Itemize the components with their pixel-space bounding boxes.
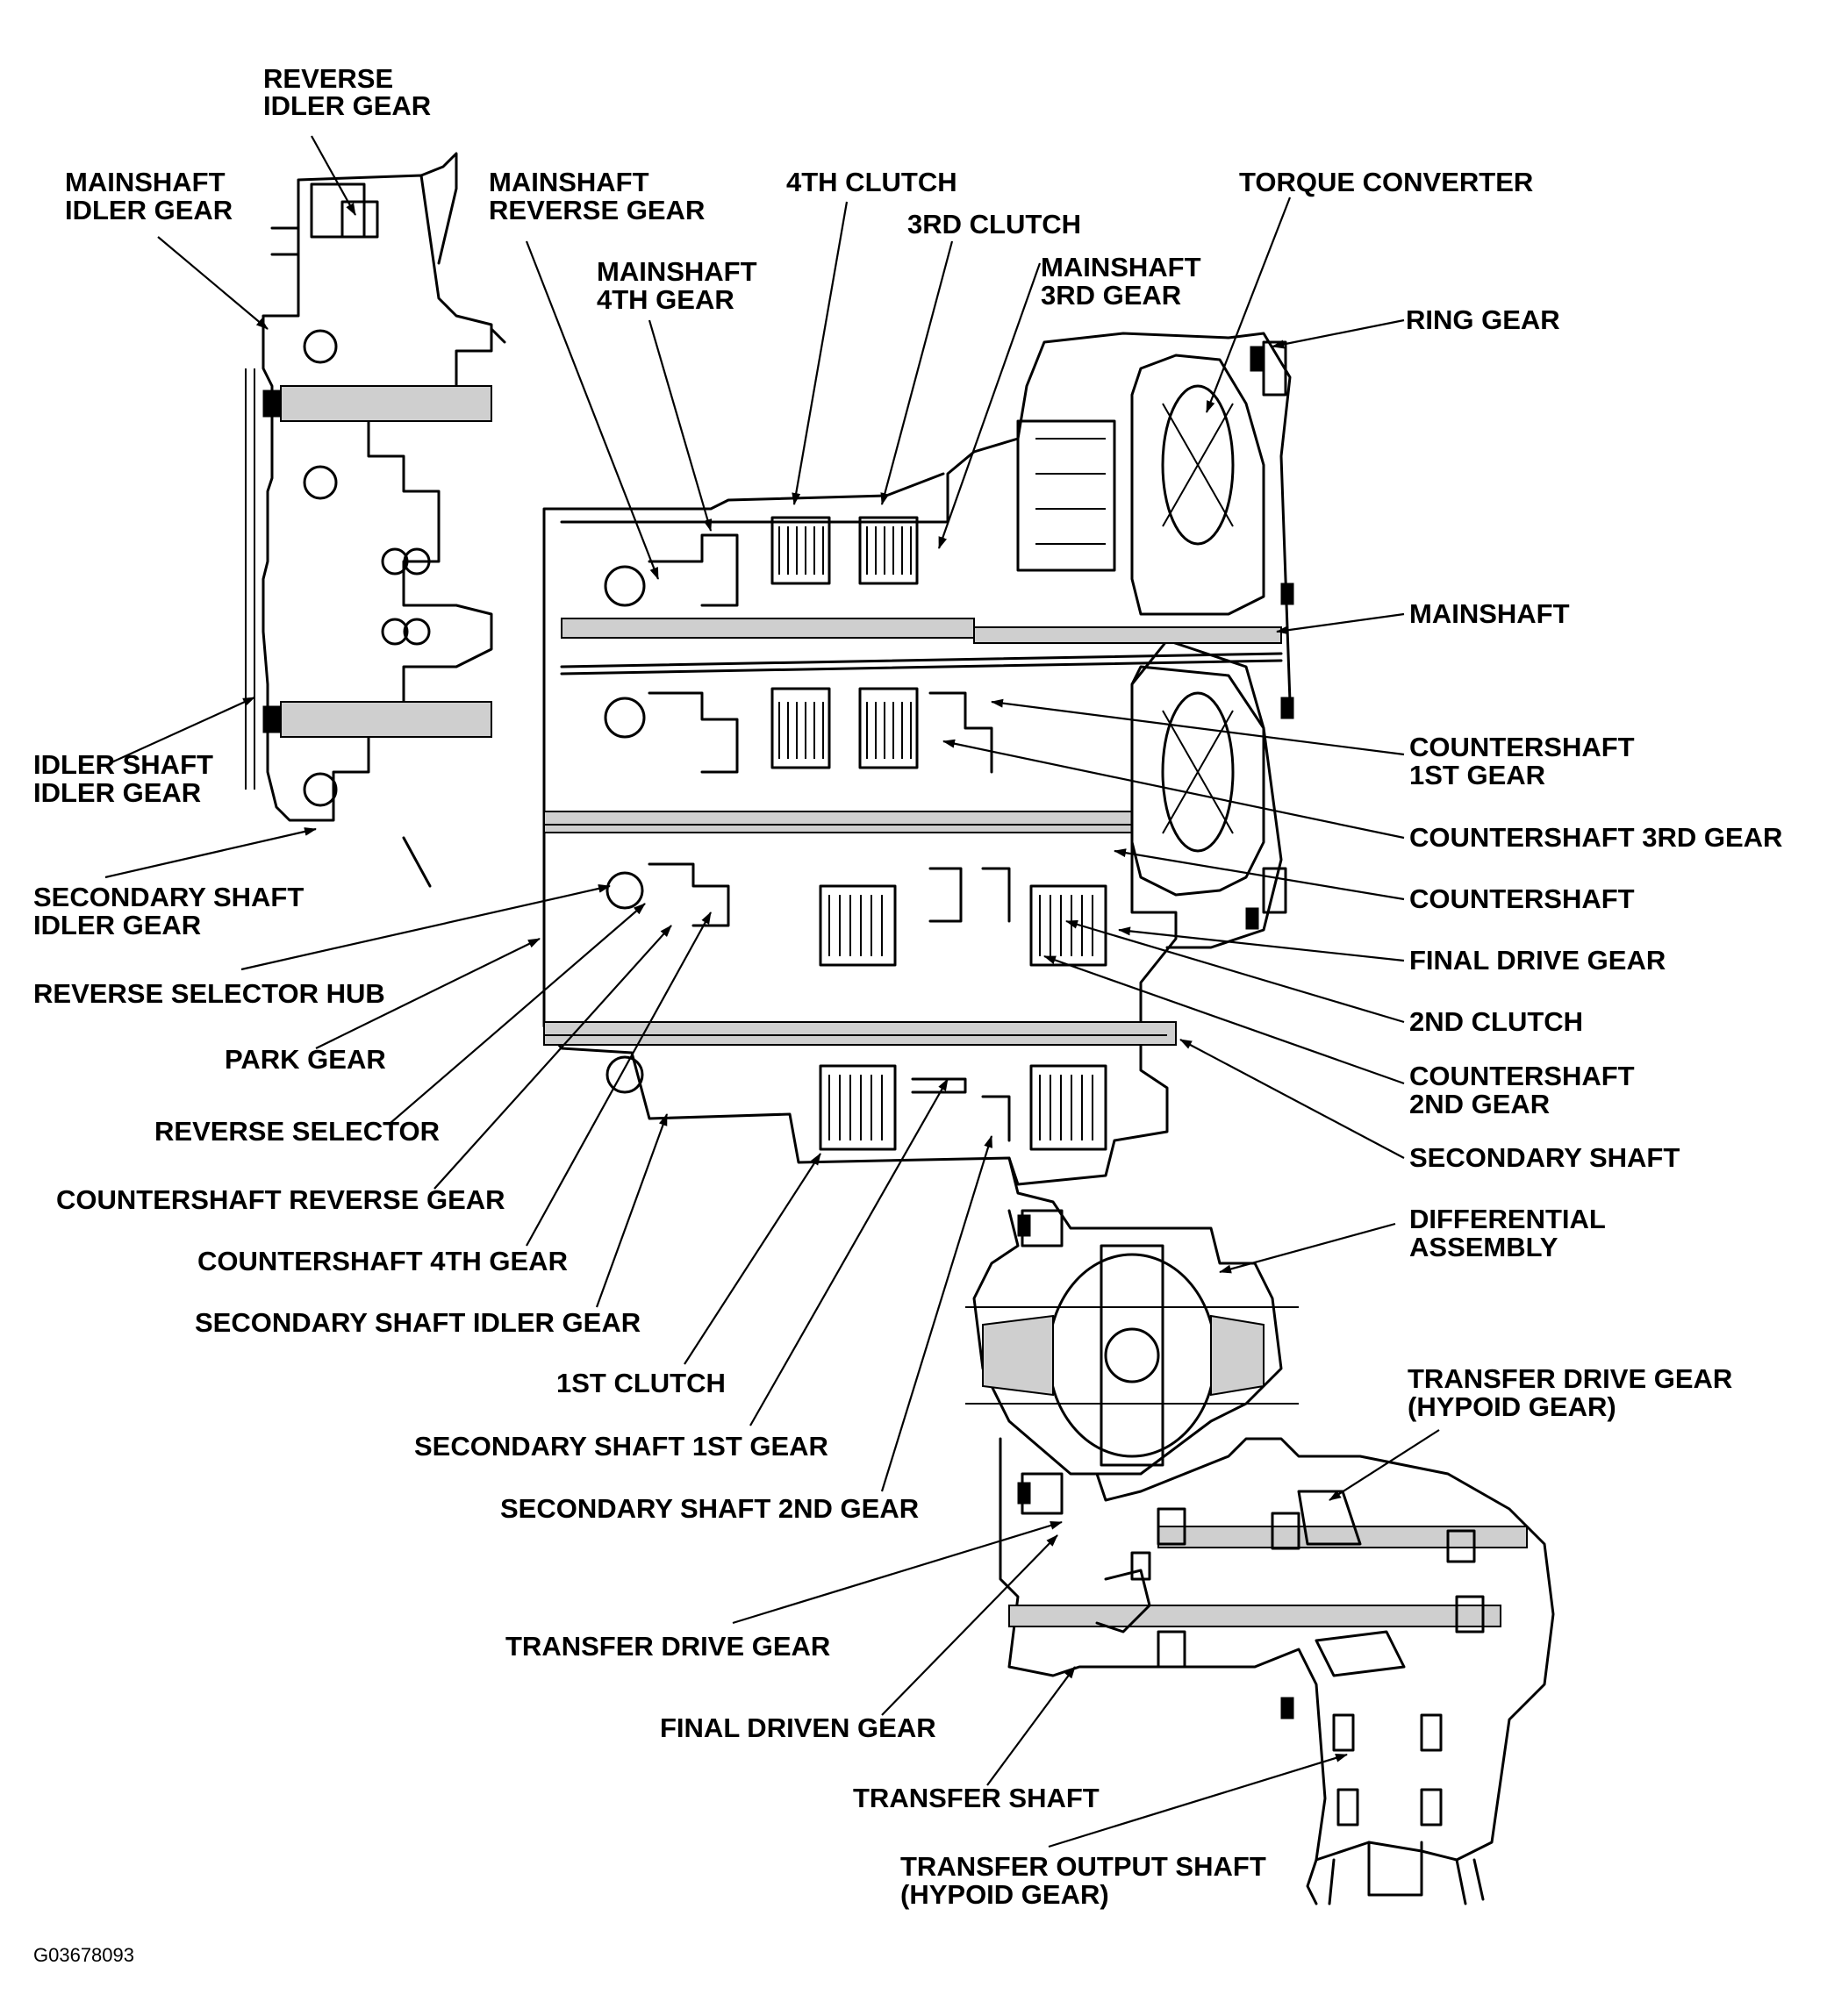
- label-mainshaft-3rd-gear: MAINSHAFT 3RD GEAR: [1041, 252, 1208, 311]
- label-final-driven-gear: FINAL DRIVEN GEAR: [660, 1712, 936, 1743]
- label-reverse-idler-gear: REVERSE IDLER GEAR: [263, 63, 431, 121]
- differential: [965, 1156, 1299, 1515]
- label-mainshaft: MAINSHAFT: [1409, 598, 1570, 629]
- bolts: [1017, 346, 1294, 1719]
- label-mainshaft-idler-gear: MAINSHAFT IDLER GEAR: [65, 167, 233, 225]
- label-reverse-selector: REVERSE SELECTOR: [154, 1116, 440, 1147]
- label-2nd-clutch: 2ND CLUTCH: [1409, 1006, 1583, 1037]
- label-countershaft-1st-gear: COUNTERSHAFT 1ST GEAR: [1409, 732, 1642, 790]
- callout-labels: REVERSE IDLER GEAR MAINSHAFT IDLER GEAR …: [33, 63, 1782, 1966]
- label-mainshaft-4th-gear: MAINSHAFT 4TH GEAR: [597, 256, 764, 315]
- label-mainshaft-reverse-gear: MAINSHAFT REVERSE GEAR: [489, 167, 705, 225]
- label-countershaft-3rd-gear: COUNTERSHAFT 3RD GEAR: [1409, 822, 1782, 853]
- label-3rd-clutch: 3RD CLUTCH: [907, 209, 1081, 239]
- label-ring-gear: RING GEAR: [1406, 304, 1560, 335]
- label-transfer-drive-gear-hypoid: TRANSFER DRIVE GEAR (HYPOID GEAR): [1408, 1363, 1740, 1422]
- torque-converter: [1016, 340, 1287, 914]
- clutch-plates-upper: [778, 526, 912, 759]
- figure-code: G03678093: [33, 1944, 134, 1966]
- label-transfer-shaft: TRANSFER SHAFT: [853, 1783, 1100, 1813]
- label-countershaft: COUNTERSHAFT: [1409, 883, 1635, 914]
- label-park-gear: PARK GEAR: [225, 1044, 386, 1075]
- label-idler-shaft-idler-gear: IDLER SHAFT IDLER GEAR: [33, 749, 221, 808]
- label-secondary-shaft: SECONDARY SHAFT: [1409, 1142, 1680, 1173]
- label-differential-assembly: DIFFERENTIAL ASSEMBLY: [1409, 1204, 1613, 1262]
- label-reverse-selector-hub: REVERSE SELECTOR HUB: [33, 978, 385, 1009]
- leader-lines: [104, 135, 1440, 1848]
- label-1st-clutch: 1ST CLUTCH: [556, 1368, 726, 1398]
- label-secondary-shaft-idler-gear-left: SECONDARY SHAFT IDLER GEAR: [33, 882, 312, 940]
- clutch-plates-lower: [828, 895, 1093, 1140]
- label-countershaft-reverse-gear: COUNTERSHAFT REVERSE GEAR: [56, 1184, 505, 1215]
- main-transmission-case: [542, 332, 1292, 1186]
- label-final-drive-gear: FINAL DRIVE GEAR: [1409, 945, 1666, 976]
- label-transfer-output-shaft: TRANSFER OUTPUT SHAFT (HYPOID GEAR): [900, 1851, 1273, 1910]
- label-countershaft-4th-gear: COUNTERSHAFT 4TH GEAR: [197, 1246, 568, 1276]
- idler-shaft-assembly: [245, 152, 506, 888]
- label-secondary-shaft-1st-gear: SECONDARY SHAFT 1ST GEAR: [414, 1431, 828, 1462]
- label-countershaft-2nd-gear: COUNTERSHAFT 2ND GEAR: [1409, 1061, 1642, 1119]
- label-torque-converter: TORQUE CONVERTER: [1239, 167, 1533, 197]
- label-secondary-shaft-2nd-gear: SECONDARY SHAFT 2ND GEAR: [500, 1493, 919, 1524]
- label-transfer-drive-gear: TRANSFER DRIVE GEAR: [505, 1631, 830, 1662]
- label-secondary-shaft-idler-gear: SECONDARY SHAFT IDLER GEAR: [195, 1307, 641, 1338]
- cross-section-drawing: [245, 152, 1555, 1905]
- transfer-unit: [999, 1437, 1555, 1905]
- label-4th-clutch: 4TH CLUTCH: [786, 167, 957, 197]
